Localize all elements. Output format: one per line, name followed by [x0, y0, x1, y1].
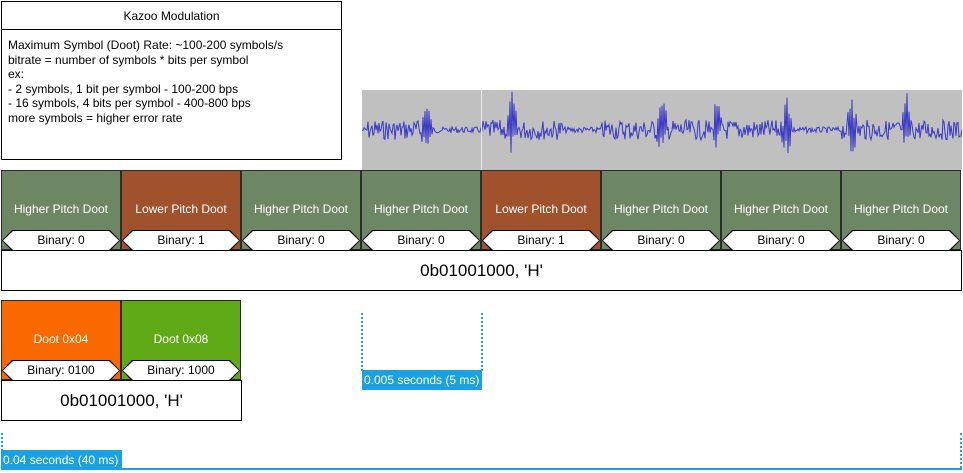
- binary-value: Binary: 0: [637, 233, 685, 247]
- timing-long-marker-right: [960, 433, 962, 468]
- info-line: - 16 symbols, 4 bits per symbol - 400-80…: [8, 96, 251, 110]
- binary-tag: [843, 231, 959, 250]
- binary-tag: [483, 231, 599, 250]
- byte-value-2: 0b01001000, 'H': [60, 390, 183, 410]
- info-line: Maximum Symbol (Doot) Rate: ~100-200 sym…: [8, 38, 284, 52]
- waveform-signal: [362, 91, 962, 154]
- info-line: more symbols = higher error rate: [8, 110, 183, 125]
- doot-label: Higher Pitch Doot: [253, 202, 349, 216]
- timing-marker-left: [361, 313, 363, 371]
- binary-value: Binary: 1: [517, 233, 565, 247]
- timing-long-line: [1, 468, 962, 470]
- binary-tag: [363, 231, 479, 250]
- timing-badge-long: 0.04 seconds (40 ms): [1, 450, 122, 470]
- doot-label: Higher Pitch Doot: [373, 202, 469, 216]
- doot-label: Lower Pitch Doot: [135, 202, 227, 216]
- binary-tag: [123, 231, 239, 250]
- binary-value: Binary: 0: [397, 233, 445, 247]
- waveform-plot: [362, 90, 962, 170]
- byte-value: 0b01001000, 'H': [420, 260, 543, 280]
- doot-label: Doot 0x08: [153, 332, 209, 346]
- binary-tag: [723, 231, 839, 250]
- timing-short-label: 0.005 seconds (5 ms): [364, 373, 480, 387]
- binary-tag: [123, 361, 239, 380]
- doot-label: Higher Pitch Doot: [733, 202, 829, 216]
- doot-label: Lower Pitch Doot: [495, 202, 587, 216]
- timing-long-label: 0.04 seconds (40 ms): [3, 453, 119, 467]
- doot-label: Higher Pitch Doot: [853, 202, 949, 216]
- binary-tag: [3, 361, 119, 380]
- timing-badge-short: 0.005 seconds (5 ms): [362, 370, 482, 390]
- binary-value: Binary: 0100: [27, 363, 95, 377]
- binary-tag: [3, 231, 119, 250]
- doot-label: Higher Pitch Doot: [613, 202, 709, 216]
- byte-value-box: 0b01001000, 'H': [1, 250, 962, 291]
- binary-value: Binary: 0: [37, 233, 85, 247]
- timing-marker-right: [481, 313, 483, 371]
- waveform-image: [362, 90, 962, 170]
- binary-value: Binary: 1000: [147, 363, 215, 377]
- binary-value: Binary: 0: [277, 233, 325, 247]
- info-line: - 2 symbols, 1 bit per symbol - 100-200 …: [8, 81, 239, 96]
- diagram-title-box: Kazoo Modulation: [1, 1, 342, 30]
- binary-value: Binary: 0: [877, 233, 925, 247]
- info-line: ex:: [8, 67, 25, 81]
- byte-value-box-2: 0b01001000, 'H': [1, 380, 242, 421]
- diagram-title: Kazoo Modulation: [123, 8, 220, 23]
- binary-tag: [603, 231, 719, 250]
- binary-value: Binary: 0: [757, 233, 805, 247]
- binary-value: Binary: 1: [157, 233, 205, 247]
- doot-label: Doot 0x04: [33, 332, 89, 346]
- timing-long-marker-left: [1, 433, 3, 463]
- binary-tag: [243, 231, 359, 250]
- doot-label: Higher Pitch Doot: [13, 202, 109, 216]
- info-notes-box: Maximum Symbol (Doot) Rate: ~100-200 sym…: [1, 29, 342, 160]
- info-line: bitrate = number of symbols * bits per s…: [8, 52, 249, 67]
